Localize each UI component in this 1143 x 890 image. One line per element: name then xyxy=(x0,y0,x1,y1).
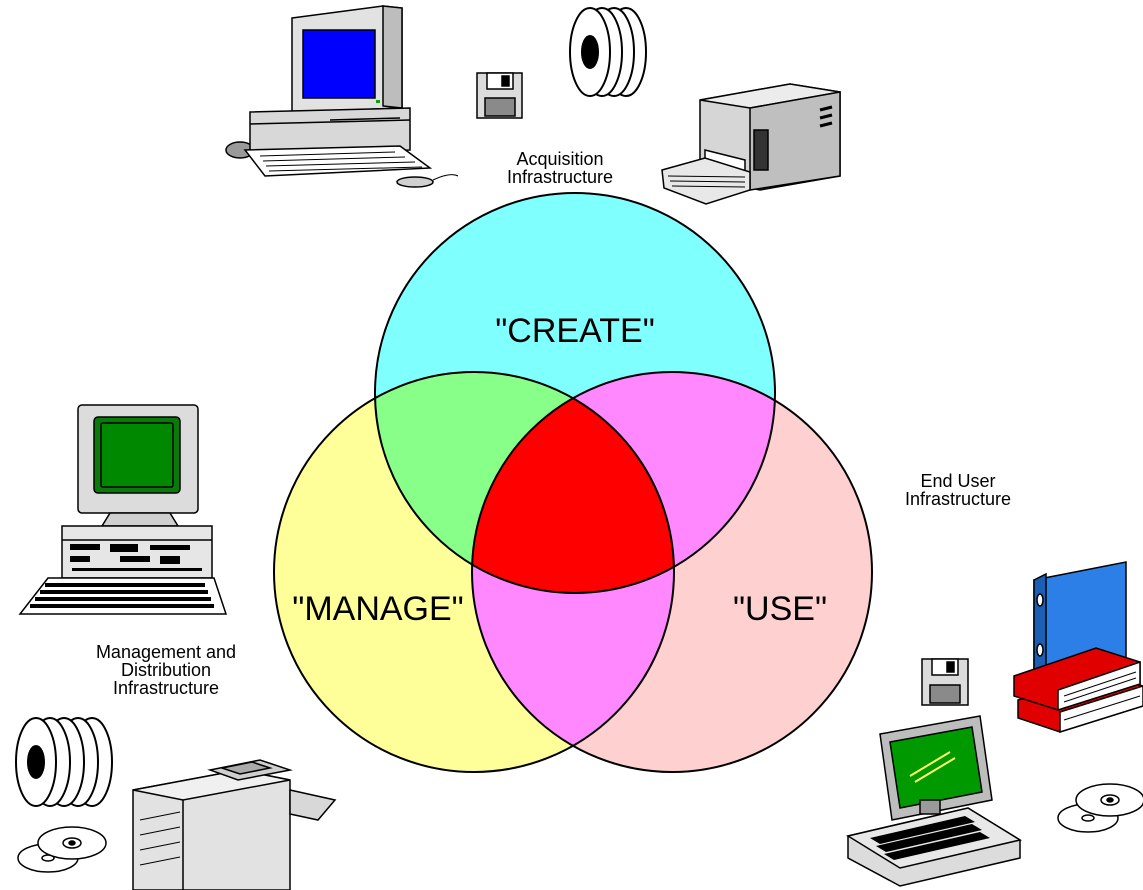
workstation-icon xyxy=(18,404,228,615)
copier-icon xyxy=(132,759,337,890)
end-user-caption: End User Infrastructure xyxy=(868,472,1048,508)
tape-reels-icon xyxy=(15,717,113,807)
use-label: "USE" xyxy=(732,590,828,628)
management-caption-line2: Distribution xyxy=(120,660,212,680)
end-user-caption-line1: End User xyxy=(920,471,996,491)
floppy-disk-icon xyxy=(476,72,523,119)
optical-discs-icon xyxy=(17,826,107,873)
optical-discs-icon xyxy=(1057,783,1143,833)
printer-icon xyxy=(661,83,841,205)
laptop-icon xyxy=(846,715,1022,887)
desktop-computer-icon xyxy=(225,5,459,188)
acquisition-caption-line1: Acquisition xyxy=(516,149,604,169)
books-icon xyxy=(1013,647,1143,734)
end-user-caption-line2: Infrastructure xyxy=(904,489,1012,509)
manage-label: "MANAGE" xyxy=(292,590,464,628)
tape-reels-icon xyxy=(569,7,647,97)
management-caption-line1: Management and xyxy=(95,642,237,662)
acquisition-caption-line2: Infrastructure xyxy=(506,167,614,187)
create-label: "CREATE" xyxy=(495,312,655,350)
management-caption-line3: Infrastructure xyxy=(112,678,220,698)
acquisition-caption: Acquisition Infrastructure xyxy=(470,150,650,186)
floppy-disk-icon xyxy=(921,658,969,706)
management-caption: Management and Distribution Infrastructu… xyxy=(56,643,276,697)
